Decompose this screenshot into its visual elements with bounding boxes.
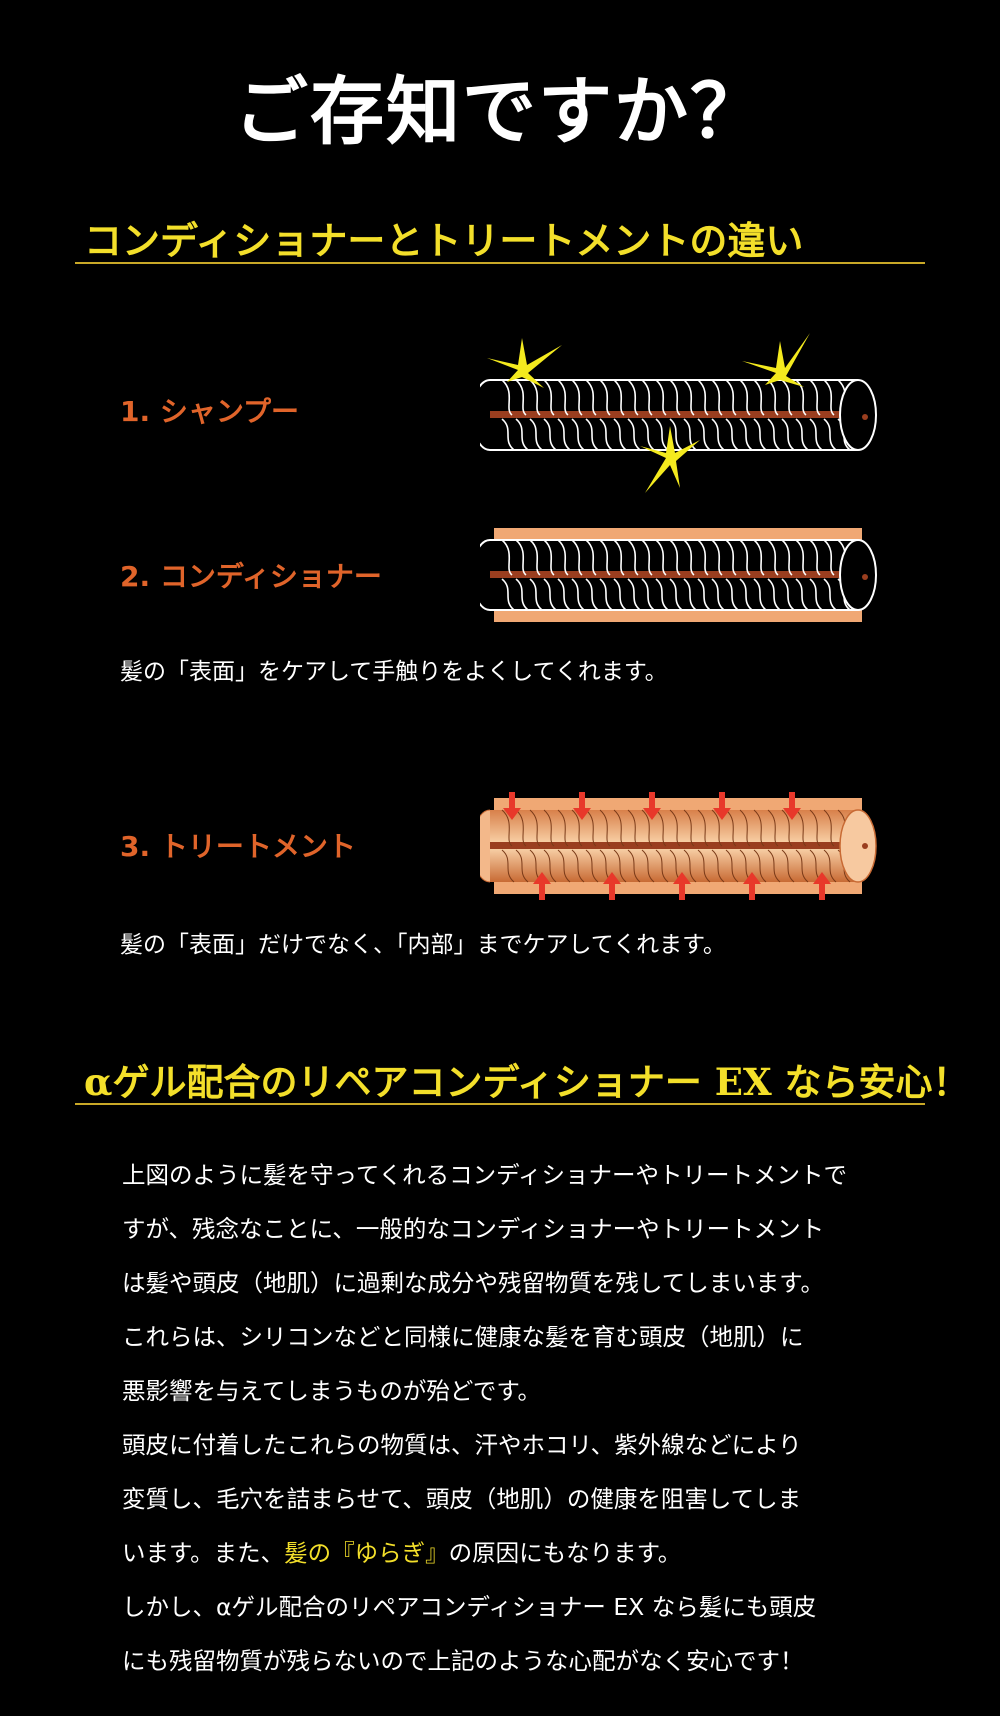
sparkle-icon	[742, 333, 810, 387]
sparkle-icon	[640, 426, 700, 493]
text-line: います。また、髪の『ゆらぎ』の原因にもなります。	[122, 1526, 902, 1580]
hair-shampoo-illustration	[480, 333, 877, 493]
text-line: 変質し、毛穴を詰まらせて、頭皮（地肌）の健康を阻害してしま	[122, 1485, 802, 1513]
arrow-up-icon	[673, 872, 691, 900]
text-line: 悪影響を与えてしまうものが殆どです。	[122, 1377, 542, 1405]
hair-strand	[480, 809, 877, 883]
text-segment: います。また、	[122, 1539, 285, 1567]
text-line: すが、残念なことに、一般的なコンディショナーやトリートメント	[122, 1215, 825, 1243]
arrow-up-icon	[743, 872, 761, 900]
hair-strand	[480, 539, 877, 611]
step-label-shampoo: 1. シャンプー	[120, 395, 300, 428]
step-label-conditioner: 2. コンディショナー	[120, 560, 382, 593]
page-title: ご存知ですか？	[234, 69, 766, 155]
arrow-down-icon	[783, 792, 801, 820]
text-line: 頭皮に付着したこれらの物質は、汗やホコリ、紫外線などにより	[122, 1431, 802, 1459]
text-line: は髪や頭皮（地肌）に過剰な成分や残留物質を残してしまいます。	[122, 1269, 824, 1297]
sparkle-icon	[487, 338, 562, 388]
highlight-text: 髪の『ゆらぎ』	[284, 1539, 449, 1567]
hair-treatment-illustration	[480, 792, 877, 900]
arrow-up-icon	[813, 872, 831, 900]
arrow-up-icon	[533, 872, 551, 900]
section-heading-product: αゲル配合のリペアコンディショナー EX なら安心！	[84, 1060, 970, 1104]
caption-treatment: 髪の「表面」だけでなく、「内部」までケアしてくれます。	[120, 932, 726, 958]
text-line: しかし、αゲル配合のリペアコンディショナー EX なら髪にも頭皮	[122, 1593, 817, 1621]
text-line: 上図のように髪を守ってくれるコンディショナーやトリートメントで	[122, 1161, 847, 1189]
caption-conditioner: 髪の「表面」をケアして手触りをよくしてくれます。	[120, 659, 668, 685]
hair-conditioner-illustration	[480, 528, 877, 622]
arrow-down-icon	[713, 792, 731, 820]
description-text: 上図のように髪を守ってくれるコンディショナーやトリートメントで すが、残念なこと…	[122, 1148, 902, 1688]
heading-underline	[75, 262, 925, 264]
arrow-down-icon	[643, 792, 661, 820]
arrow-down-icon	[503, 792, 521, 820]
heading-underline	[75, 1103, 925, 1105]
section-heading-difference: コンディショナーとトリートメントの違い	[84, 218, 804, 263]
text-segment: の原因にもなります。	[448, 1539, 682, 1567]
text-line: にも残留物質が残らないので上記のような心配がなく安心です！	[122, 1647, 804, 1675]
step-label-treatment: 3. トリートメント	[120, 830, 356, 863]
arrow-down-icon	[573, 792, 591, 820]
arrow-up-icon	[603, 872, 621, 900]
text-line: これらは、シリコンなどと同様に健康な髪を育む頭皮（地肌）に	[122, 1323, 804, 1351]
hair-strand	[480, 379, 877, 451]
